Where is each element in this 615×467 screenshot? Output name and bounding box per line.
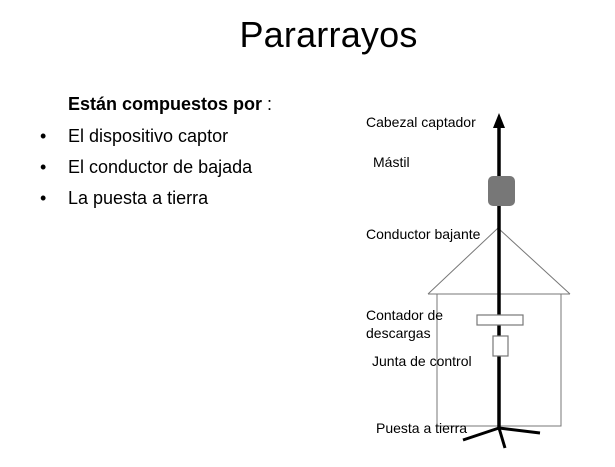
bullet-icon: •	[40, 126, 47, 146]
intro-rest: :	[262, 94, 273, 114]
label-conductor-bajante: Conductor bajante	[366, 226, 481, 242]
bullet-icon: •	[40, 188, 47, 208]
ground-leg-down	[497, 427, 507, 449]
list-item: • El dispositivo captor	[40, 124, 252, 155]
discharge-counter	[476, 314, 524, 326]
ground-leg-right	[498, 426, 541, 435]
ground-fork	[462, 426, 541, 449]
ground-leg-left	[462, 426, 500, 442]
component-list: • El dispositivo captor • El conductor de …	[40, 124, 252, 217]
list-item: • El conductor de bajada	[40, 155, 252, 186]
label-contador-line2: descargas	[366, 325, 431, 341]
intro-text: Están compuestos por :	[68, 94, 272, 115]
label-mastil: Mástil	[373, 154, 410, 170]
list-item-label: La puesta a tierra	[68, 188, 209, 208]
list-item-label: El dispositivo captor	[68, 126, 229, 146]
list-item-label: El conductor de bajada	[68, 157, 253, 177]
label-cabezal-captador: Cabezal captador	[366, 114, 476, 130]
label-puesta-tierra: Puesta a tierra	[376, 420, 468, 436]
control-joint	[492, 335, 509, 357]
captor-head	[488, 176, 515, 206]
arrow-tip-icon	[493, 113, 505, 128]
list-item: • La puesta a tierra	[40, 186, 252, 217]
intro-bold: Están compuestos por	[68, 94, 263, 114]
slide-title: Pararrayos	[239, 14, 418, 55]
label-junta-control: Junta de control	[372, 353, 472, 369]
bullet-icon: •	[40, 157, 47, 177]
label-contador-line1: Contador de	[366, 307, 444, 323]
